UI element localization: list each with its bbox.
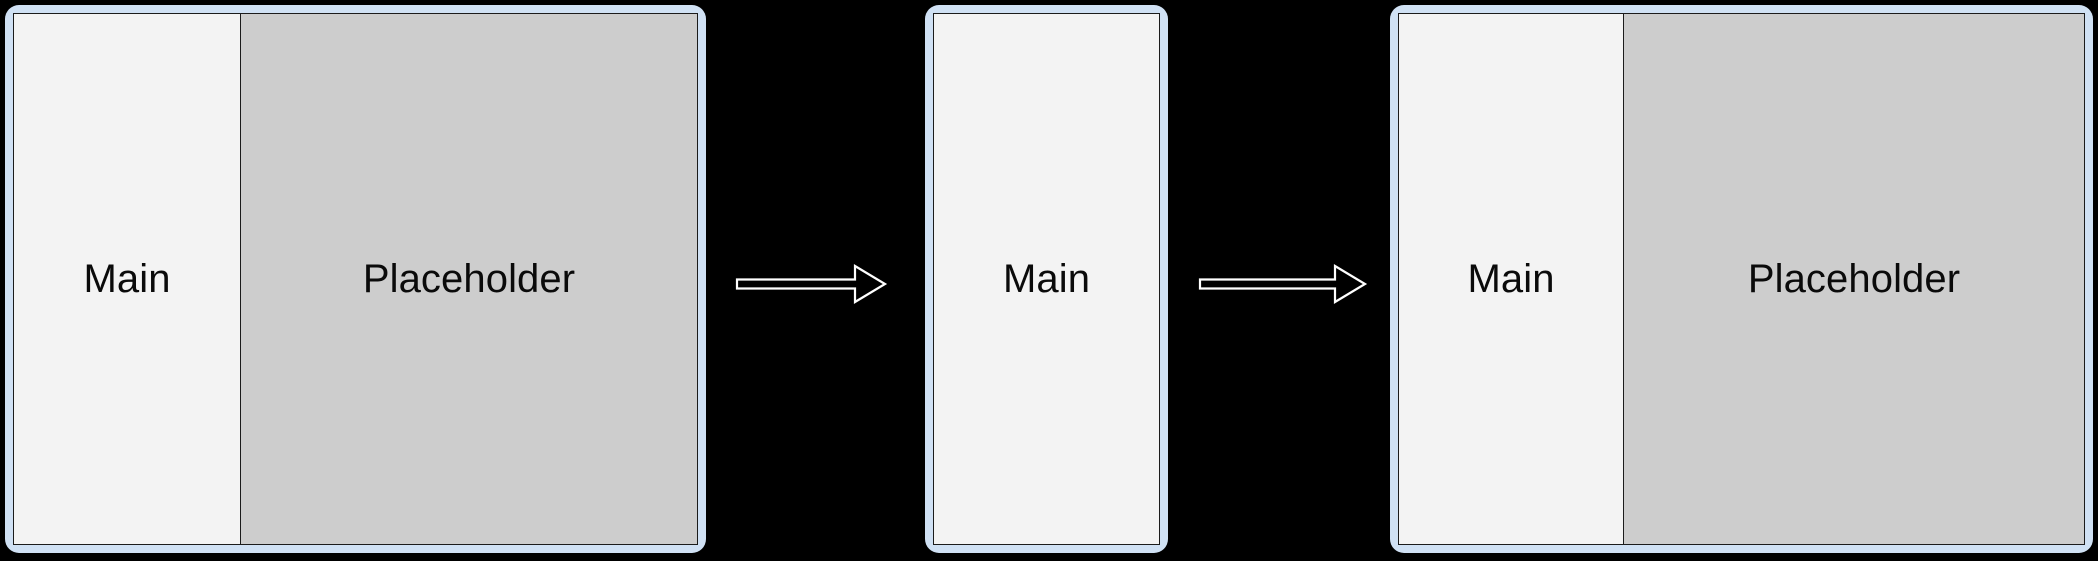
region-placeholder-step-3[interactable]: Placeholder [1623,14,2084,544]
arrow-step-2-to-step-3 [1198,264,1368,304]
window-step-1[interactable]: Main Placeholder [5,5,706,553]
window-step-1-content: Main Placeholder [13,13,698,545]
window-step-2-content: Main [933,13,1160,545]
window-step-3-content: Main Placeholder [1398,13,2085,545]
region-main-step-3[interactable]: Main [1399,14,1623,544]
region-label-main-step-2: Main [1002,257,1091,301]
region-label-main-step-3: Main [1467,257,1555,301]
region-label-placeholder-step-3: Placeholder [1747,257,1961,301]
region-placeholder-step-1[interactable]: Placeholder [240,14,697,544]
region-main-step-1[interactable]: Main [14,14,240,544]
window-step-3[interactable]: Main Placeholder [1390,5,2093,553]
region-label-main-step-1: Main [83,257,171,301]
window-step-2[interactable]: Main [925,5,1168,553]
arrow-step-1-to-step-2 [735,264,888,304]
region-main-step-2[interactable]: Main [934,14,1159,544]
region-label-placeholder-step-1: Placeholder [362,257,576,301]
